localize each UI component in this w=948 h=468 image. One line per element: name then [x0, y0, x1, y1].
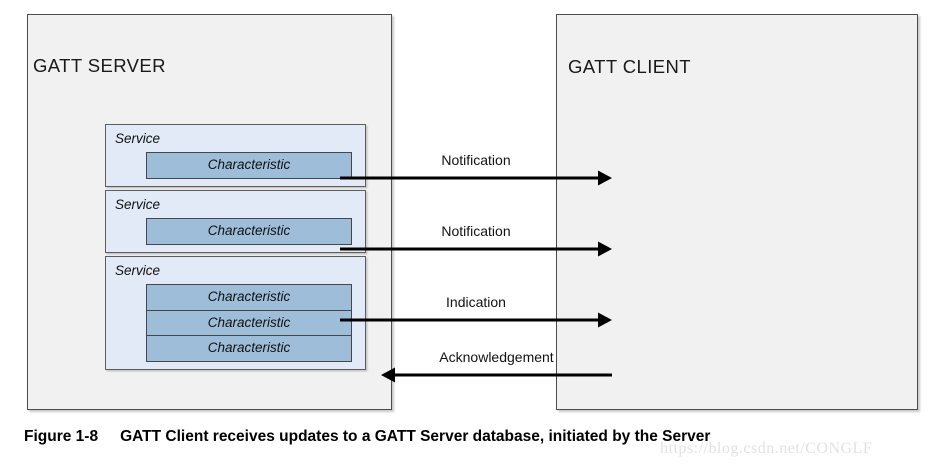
service-label: Service — [115, 263, 161, 278]
message-label: Notification — [441, 223, 511, 239]
service-stack: Service Characteristic Service Character… — [105, 124, 366, 373]
service-box: Service Characteristic — [105, 190, 366, 253]
service-box: Service Characteristic Characteristic Ch… — [105, 256, 366, 370]
arrow-left-icon — [381, 367, 612, 383]
characteristic-box: Characteristic — [146, 218, 352, 245]
service-label: Service — [115, 131, 161, 146]
characteristic-box: Characteristic — [146, 309, 352, 337]
gatt-server-title: GATT SERVER — [33, 55, 166, 76]
characteristic-list: Characteristic — [106, 218, 365, 245]
gatt-client-title: GATT CLIENT — [568, 56, 691, 77]
characteristic-list: Characteristic Characteristic Characteri… — [106, 284, 365, 362]
service-label: Service — [115, 197, 161, 212]
message-label: Notification — [441, 152, 511, 168]
characteristic-box: Characteristic — [146, 152, 352, 179]
message-label: Indication — [446, 294, 506, 310]
gatt-client-box — [556, 14, 918, 410]
message-label: Acknowledgement — [439, 349, 554, 365]
message-notification-2: Notification — [340, 223, 612, 263]
message-acknowledgement: Acknowledgement — [381, 349, 612, 389]
figure-caption-text: GATT Client receives updates to a GATT S… — [120, 428, 711, 445]
message-indication: Indication — [340, 294, 612, 334]
arrow-right-icon — [340, 241, 612, 257]
arrow-right-icon — [340, 312, 612, 328]
characteristic-box: Characteristic — [146, 335, 352, 362]
message-notification-1: Notification — [340, 152, 612, 192]
characteristic-box: Characteristic — [146, 284, 352, 311]
arrow-right-icon — [340, 170, 612, 186]
figure-number: Figure 1-8 — [24, 428, 99, 445]
characteristic-list: Characteristic — [106, 152, 365, 179]
service-box: Service Characteristic — [105, 124, 366, 187]
figure-caption: Figure 1-8 GATT Client receives updates t… — [24, 428, 710, 446]
